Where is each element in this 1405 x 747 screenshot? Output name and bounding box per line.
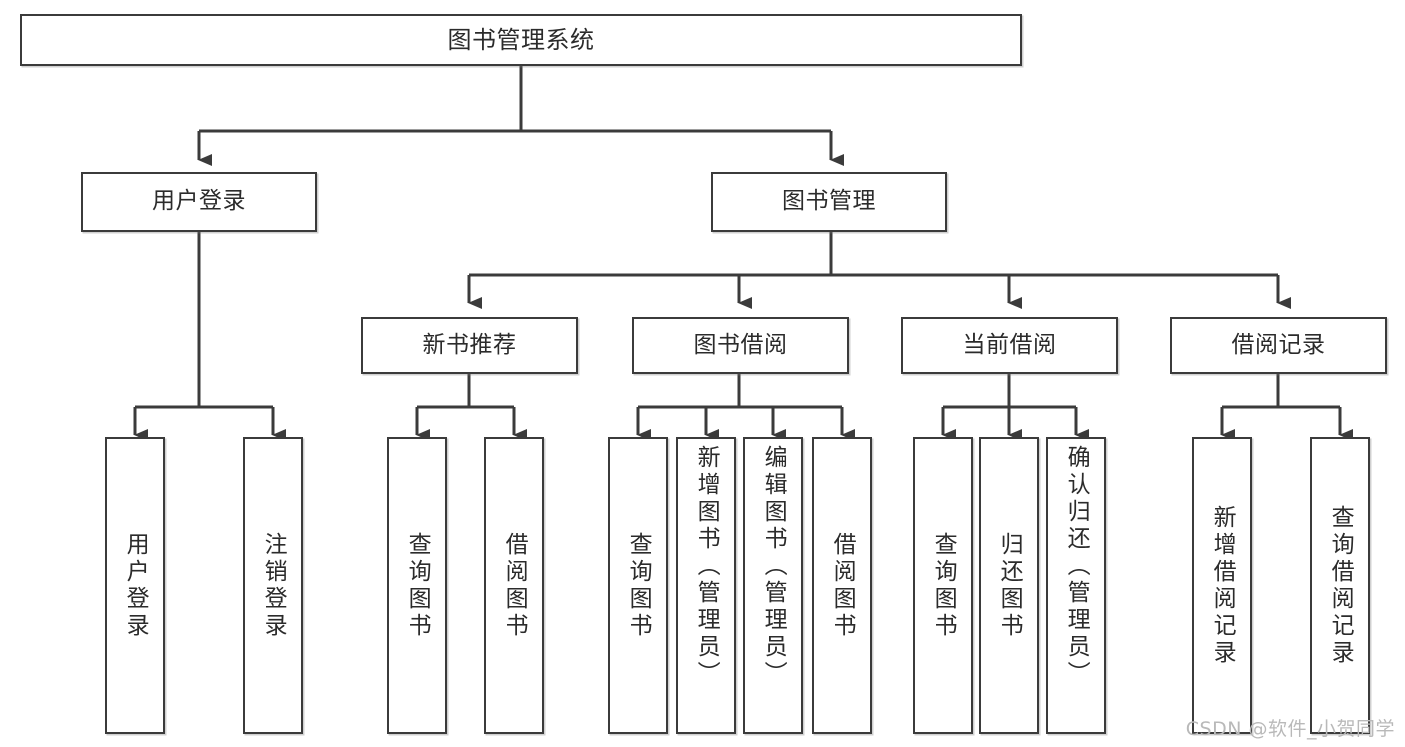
node-leaf-user-login[interactable]: 用户登录 <box>105 437 165 734</box>
node-label: 编辑图书（管理员） <box>760 445 787 688</box>
node-current-borrow[interactable]: 当前借阅 <box>901 317 1118 374</box>
node-label: 确认归还（管理员） <box>1063 445 1090 688</box>
node-leaf-query-book-recommend[interactable]: 查询图书 <box>387 437 447 734</box>
node-label: 用户登录 <box>152 188 246 215</box>
node-leaf-logout-login[interactable]: 注销登录 <box>243 437 303 734</box>
node-leaf-borrow-book[interactable]: 借阅图书 <box>812 437 872 734</box>
node-label: 图书借阅 <box>693 331 788 358</box>
node-leaf-query-book-current[interactable]: 查询图书 <box>913 437 973 734</box>
node-label: 用户登录 <box>122 531 149 640</box>
node-label: 图书管理系统 <box>447 25 595 54</box>
node-label: 查询借阅记录 <box>1327 504 1354 667</box>
node-label: 当前借阅 <box>962 331 1057 358</box>
node-label: 归还图书 <box>996 531 1023 640</box>
node-book-manage[interactable]: 图书管理 <box>711 172 947 232</box>
node-label: 查询图书 <box>625 531 652 640</box>
node-book-borrow[interactable]: 图书借阅 <box>632 317 849 374</box>
node-new-book-recommend[interactable]: 新书推荐 <box>361 317 578 374</box>
csdn-watermark: CSDN @软件_小贺同学 <box>1185 718 1395 740</box>
node-user-login[interactable]: 用户登录 <box>81 172 317 232</box>
node-borrow-record[interactable]: 借阅记录 <box>1170 317 1387 374</box>
node-leaf-query-book-borrow[interactable]: 查询图书 <box>608 437 668 734</box>
node-label: 注销登录 <box>260 531 287 640</box>
node-label: 借阅图书 <box>501 531 528 640</box>
node-root-system[interactable]: 图书管理系统 <box>20 14 1022 66</box>
node-leaf-add-book[interactable]: 新增图书（管理员） <box>676 437 736 734</box>
node-leaf-borrow-book-recommend[interactable]: 借阅图书 <box>484 437 544 734</box>
node-leaf-confirm-return[interactable]: 确认归还（管理员） <box>1046 437 1106 734</box>
node-leaf-add-borrow-record[interactable]: 新增借阅记录 <box>1192 437 1252 734</box>
node-label: 新书推荐 <box>422 331 517 358</box>
node-leaf-edit-book[interactable]: 编辑图书（管理员） <box>743 437 803 734</box>
node-label: 新增借阅记录 <box>1209 504 1236 667</box>
node-leaf-query-borrow-record[interactable]: 查询借阅记录 <box>1310 437 1370 734</box>
node-label: 查询图书 <box>404 531 431 640</box>
node-leaf-return-book[interactable]: 归还图书 <box>979 437 1039 734</box>
node-label: 查询图书 <box>930 531 957 640</box>
node-label: 借阅图书 <box>829 531 856 640</box>
node-label: 借阅记录 <box>1231 331 1326 358</box>
node-label: 图书管理 <box>782 188 876 215</box>
node-label: 新增图书（管理员） <box>693 445 720 688</box>
